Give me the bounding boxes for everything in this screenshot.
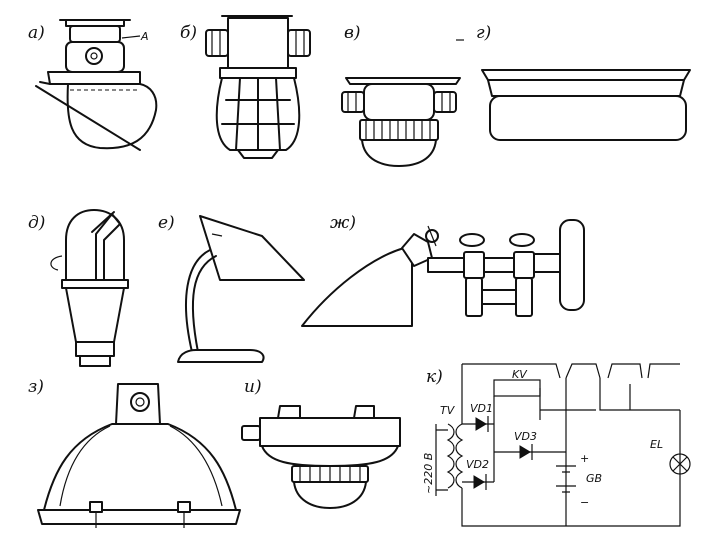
figure-zh: ж) [301, 213, 585, 327]
label-b: б) [180, 23, 197, 43]
callout-a: А [140, 30, 149, 43]
transformer-label: TV [440, 404, 456, 417]
label-e: е) [158, 213, 175, 233]
lamp-label: EL [650, 438, 663, 451]
figure-d: д) [28, 209, 129, 367]
figure-v: в) [341, 23, 461, 167]
label-g: г) [476, 23, 491, 43]
label-a: а) [28, 23, 45, 43]
figure-k-circuit: к) ~220 В TV VD1 VD2 KV VD3 [422, 363, 691, 527]
label-d: д) [28, 213, 45, 233]
figure-z: з) [28, 377, 241, 528]
figure-g: г) [456, 23, 691, 141]
figure-i: и) [241, 377, 401, 509]
battery-plus: + [580, 452, 589, 465]
label-z: з) [28, 377, 44, 397]
figure-b: б) [180, 15, 311, 159]
diode2-label: VD2 [466, 458, 489, 471]
label-v: в) [344, 23, 361, 43]
figure-e: е) [158, 213, 305, 363]
battery-label: GB [586, 472, 602, 485]
diode1-label: VD1 [470, 402, 493, 415]
diode3-label: VD3 [514, 430, 537, 443]
supply-label: ~220 В [422, 453, 435, 494]
figure-a: а) А [28, 19, 158, 151]
battery-minus: − [580, 496, 589, 509]
label-zh: ж) [330, 213, 356, 233]
label-k: к) [426, 367, 443, 387]
label-i: и) [244, 377, 262, 397]
relay-label: KV [512, 368, 528, 381]
